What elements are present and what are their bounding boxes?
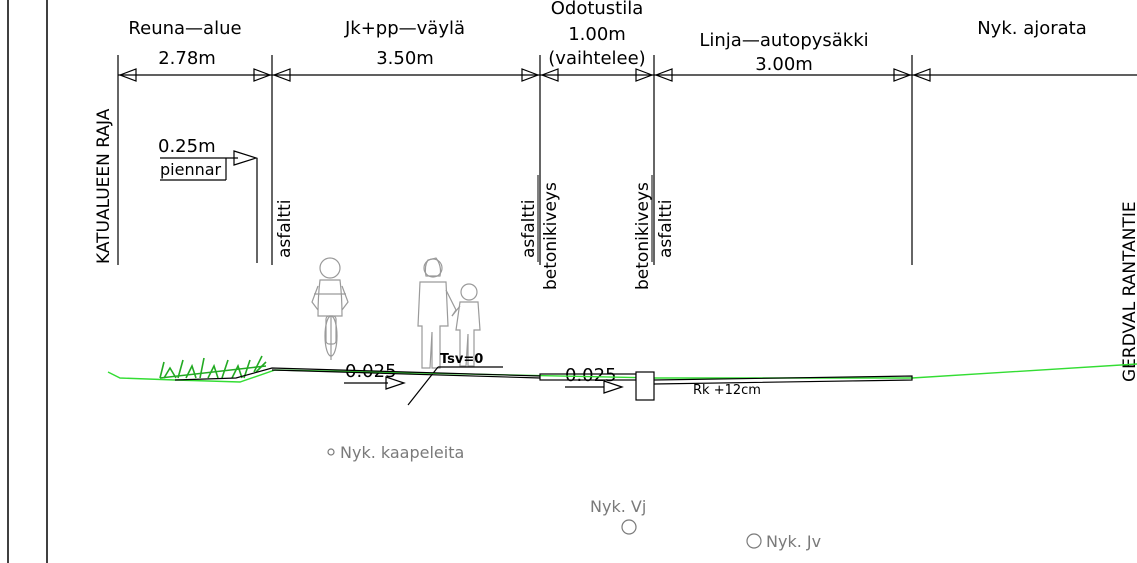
section-title-reuna: Reuna—alue xyxy=(128,18,241,39)
slope-right-annotation: 0.025 xyxy=(565,365,624,394)
shoulder-label: piennar xyxy=(160,160,222,179)
section-width-jkpp: 3.50m xyxy=(376,48,434,69)
surface-label-asfaltti-1: asfaltti xyxy=(275,200,295,258)
utility-label-jv: Nyk. Jv xyxy=(766,532,821,551)
shoulder-annotation: 0.25m piennar xyxy=(158,136,258,263)
section-title-linja: Linja—autopysäkki xyxy=(699,30,868,51)
surface-label-betonikiveys-2: betonikiveys xyxy=(633,182,653,290)
existing-ground-line xyxy=(107,363,1137,383)
vj-pipe-icon xyxy=(621,519,637,535)
section-note-odotus: (vaihtelee) xyxy=(548,48,645,69)
right-edge-label: GERDVAL RANTANTIE xyxy=(1120,201,1137,382)
boundary-label: KATUALUEEN RAJA xyxy=(94,108,114,264)
curb-label: Rk +12cm xyxy=(693,383,761,398)
surface-label-betonikiveys-1: betonikiveys xyxy=(541,182,561,290)
cyclist-icon xyxy=(311,257,349,360)
grass-icon xyxy=(159,355,267,379)
pedestrian-child-icon xyxy=(451,283,481,367)
pedestrian-adult-icon xyxy=(417,257,457,369)
section-title-odotus: Odotustila xyxy=(551,0,644,19)
utility-jv: Nyk. Jv xyxy=(746,532,821,551)
surface-label-asfaltti-2: asfaltti xyxy=(519,200,539,258)
slope-left-annotation: 0.025 xyxy=(344,361,406,390)
section-title-ajorata: Nyk. ajorata xyxy=(977,18,1087,39)
pavement-structure xyxy=(174,367,913,401)
section-title-jkpp: Jk+pp—väylä xyxy=(344,18,465,39)
utility-cables: Nyk. kaapeleita xyxy=(327,443,464,462)
utility-label-vj: Nyk. Vj xyxy=(590,497,646,516)
dimension-line xyxy=(117,55,1137,265)
surface-label-asfaltti-3: asfaltti xyxy=(656,200,676,258)
tsv-label: Tsv=0 xyxy=(440,352,483,367)
jv-pipe-icon xyxy=(746,533,762,549)
shoulder-width: 0.25m xyxy=(158,136,216,157)
section-width-reuna: 2.78m xyxy=(158,48,216,69)
section-width-odotus: 1.00m xyxy=(568,24,626,45)
section-width-linja: 3.00m xyxy=(755,54,813,75)
cable-symbol-icon xyxy=(327,448,335,456)
utility-vj: Nyk. Vj xyxy=(590,497,646,535)
utility-label-cables: Nyk. kaapeleita xyxy=(340,443,464,462)
